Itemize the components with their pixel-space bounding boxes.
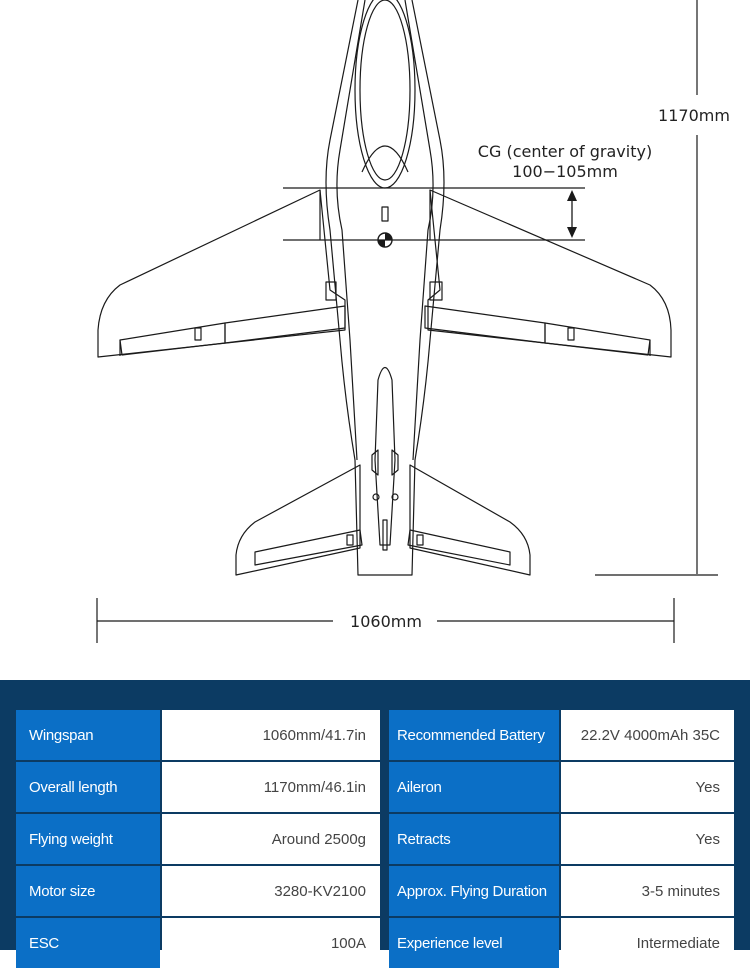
left-tailplane <box>235 464 361 576</box>
spec-row-flying-weight: Flying weight Around 2500g <box>16 814 380 864</box>
fuselage <box>325 0 445 576</box>
spec-value: 3280-KV2100 <box>162 866 380 916</box>
spec-row-experience-level: Experience level Intermediate <box>389 918 734 968</box>
spec-value: Intermediate <box>561 918 734 968</box>
spec-value: 3-5 minutes <box>561 866 734 916</box>
spec-value: 22.2V 4000mAh 35C <box>561 710 734 760</box>
spec-label: Aileron <box>389 762 559 812</box>
spec-label: Wingspan <box>16 710 160 760</box>
length-label: 1170mm <box>658 106 730 125</box>
spec-row-motor-size: Motor size 3280-KV2100 <box>16 866 380 916</box>
spec-label: Flying weight <box>16 814 160 864</box>
spec-row-flying-duration: Approx. Flying Duration 3-5 minutes <box>389 866 734 916</box>
specifications-panel: Wingspan 1060mm/41.7in Overall length 11… <box>0 680 750 968</box>
spec-label: ESC <box>16 918 160 968</box>
spec-row-retracts: Retracts Yes <box>389 814 734 864</box>
spec-label: Overall length <box>16 762 160 812</box>
cg-range-label: 100−105mm <box>512 162 618 181</box>
wingspan-label: 1060mm <box>350 612 422 631</box>
canopy <box>354 0 416 189</box>
spec-value: 1060mm/41.7in <box>162 710 380 760</box>
right-servo-mark <box>567 327 575 341</box>
spec-row-esc: ESC 100A <box>16 918 380 968</box>
spec-value: Yes <box>561 762 734 812</box>
spec-row-aileron: Aileron Yes <box>389 762 734 812</box>
spec-value: 1170mm/46.1in <box>162 762 380 812</box>
right-flap <box>424 305 546 344</box>
spec-label: Experience level <box>389 918 559 968</box>
right-tailplane <box>409 464 531 576</box>
left-servo-mark <box>194 327 202 341</box>
spec-row-wingspan: Wingspan 1060mm/41.7in <box>16 710 380 760</box>
spec-table-right: Recommended Battery 22.2V 4000mAh 35C Ai… <box>389 710 734 968</box>
cg-label: CG (center of gravity) <box>478 142 652 161</box>
spec-value: Around 2500g <box>162 814 380 864</box>
spec-label: Retracts <box>389 814 559 864</box>
spec-value: 100A <box>162 918 380 968</box>
left-wing <box>97 189 346 358</box>
left-aileron <box>119 322 226 356</box>
spec-label: Motor size <box>16 866 160 916</box>
spec-row-recommended-battery: Recommended Battery 22.2V 4000mAh 35C <box>389 710 734 760</box>
left-flap <box>224 305 346 344</box>
spec-label: Approx. Flying Duration <box>389 866 559 916</box>
spec-table-left: Wingspan 1060mm/41.7in Overall length 11… <box>16 710 380 968</box>
right-aileron <box>544 322 651 356</box>
aircraft-dimension-diagram: CG (center of gravity) 100−105mm 1170mm … <box>96 0 730 643</box>
right-wing <box>427 189 672 358</box>
spec-value: Yes <box>561 814 734 864</box>
spec-row-overall-length: Overall length 1170mm/46.1in <box>16 762 380 812</box>
spec-label: Recommended Battery <box>389 710 559 760</box>
